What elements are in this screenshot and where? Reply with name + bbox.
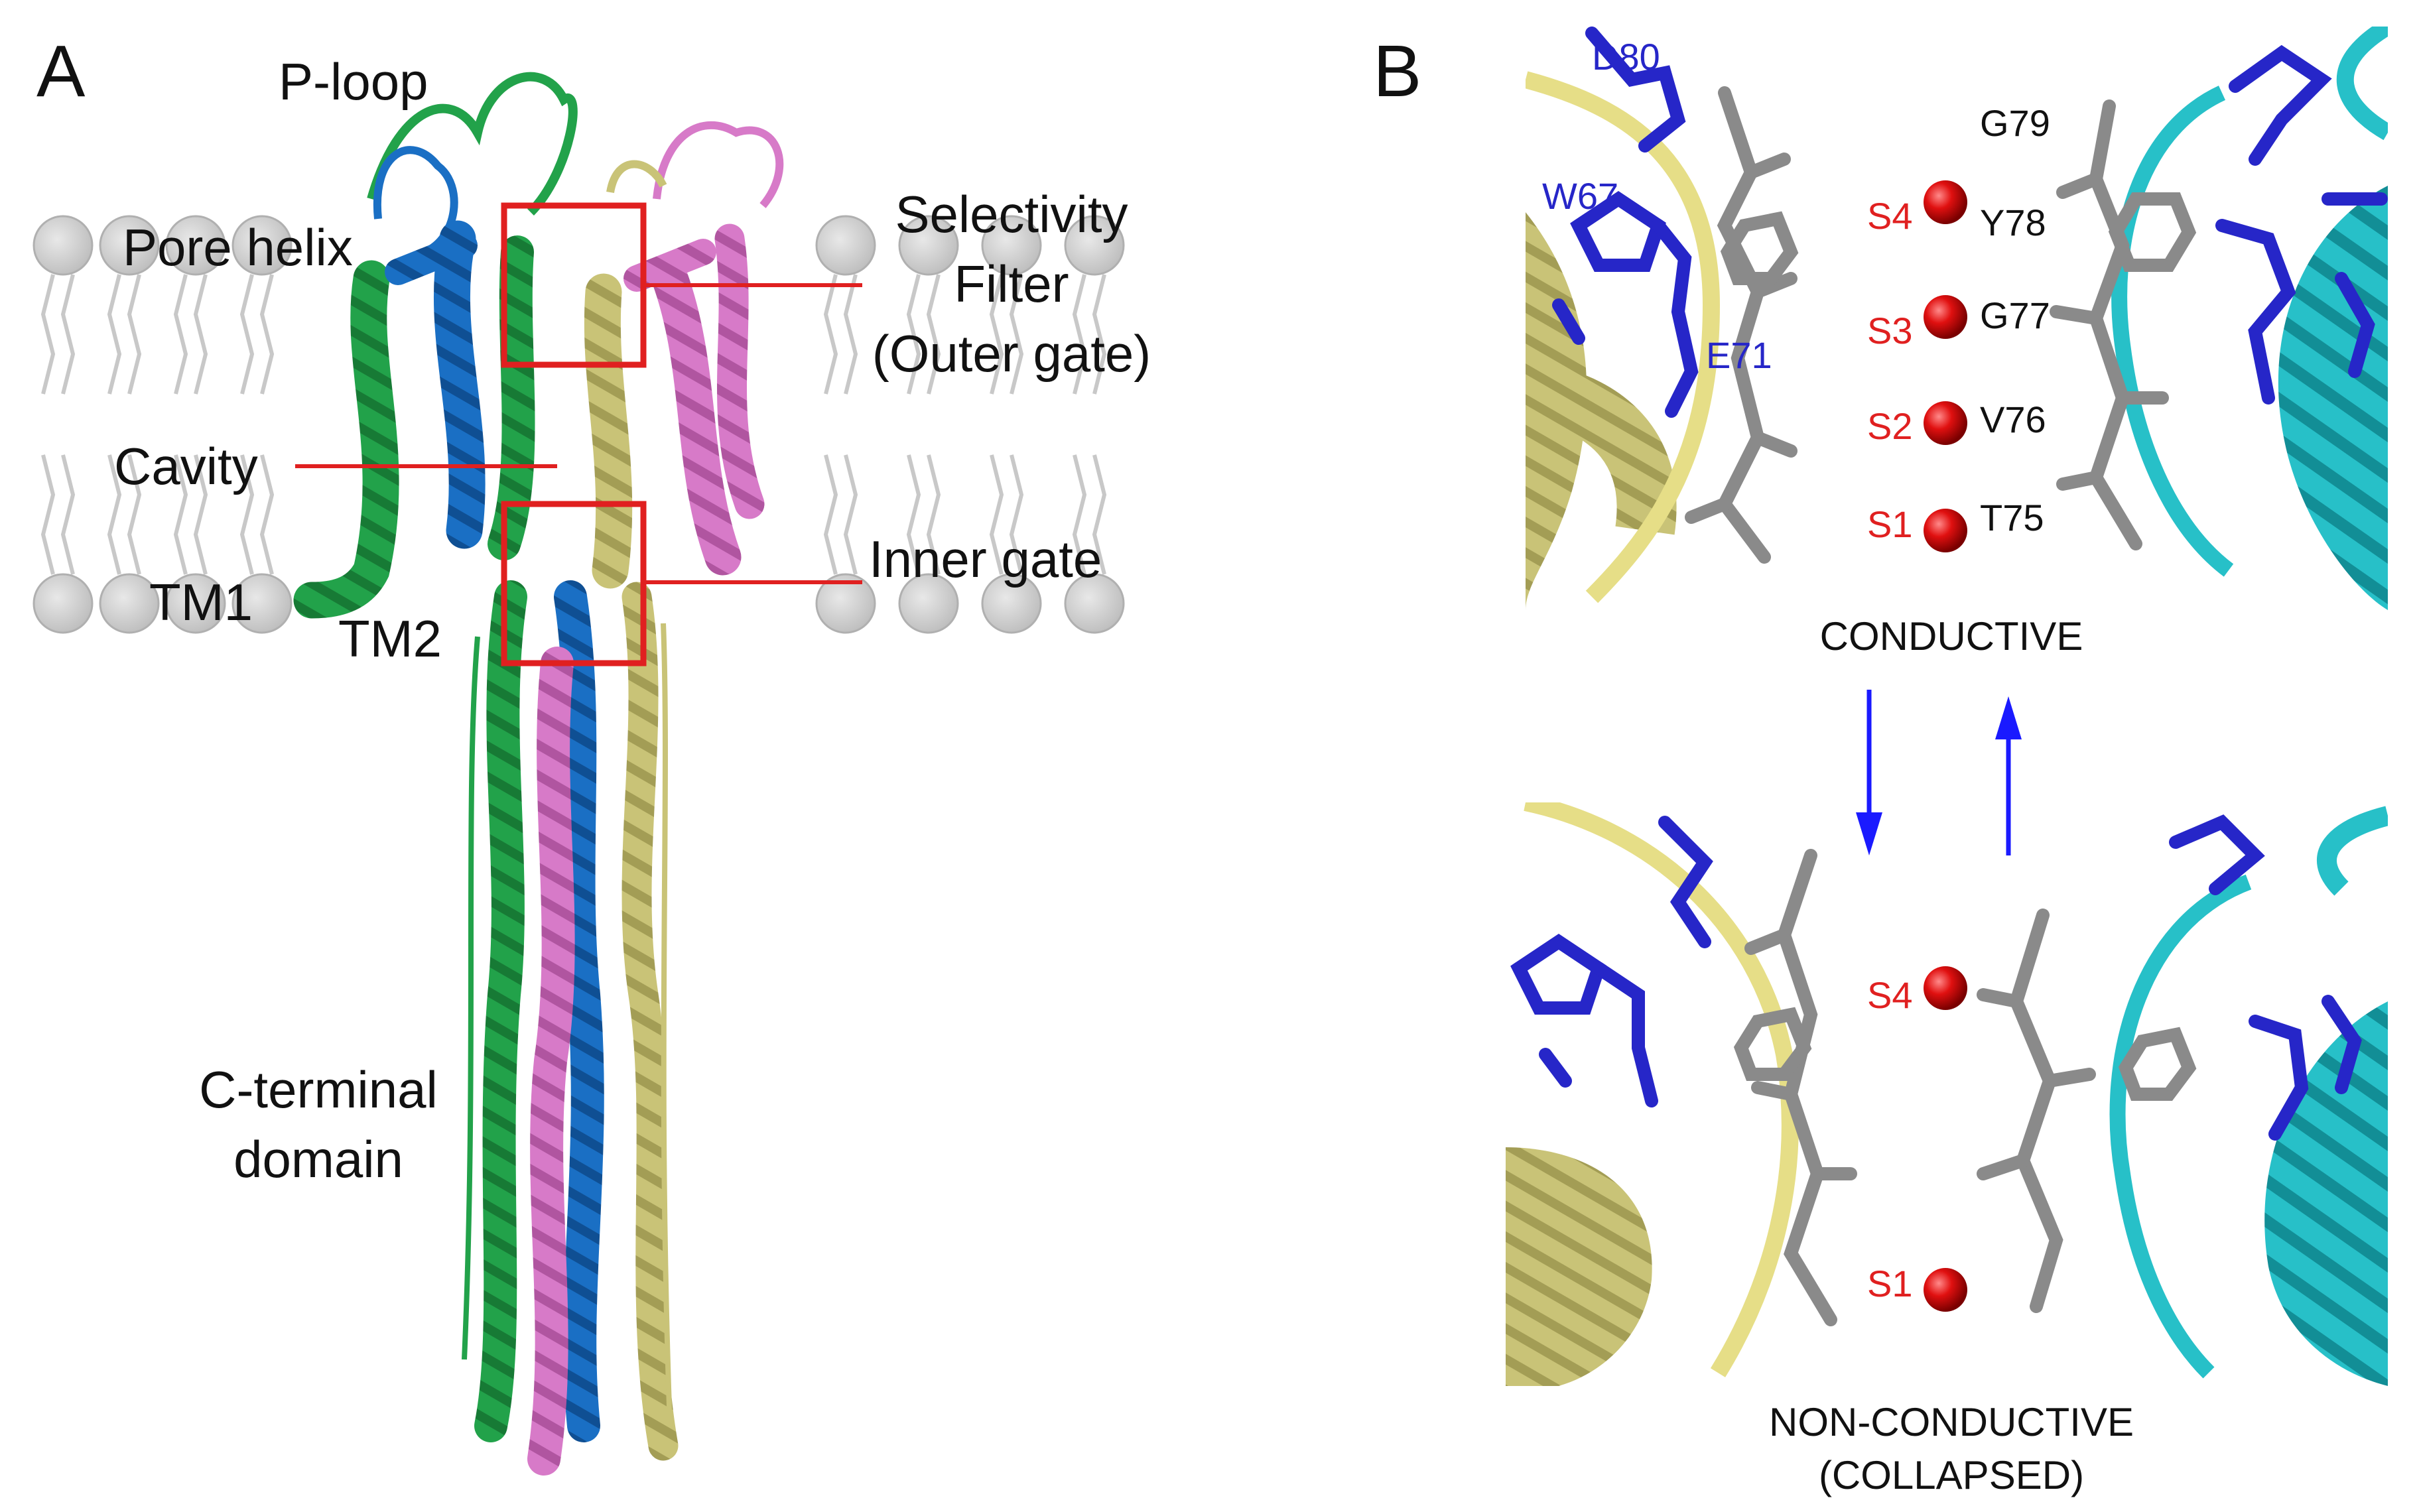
membrane-right-bottom-heads — [815, 573, 1125, 634]
tm1-green-helix — [293, 260, 399, 619]
label-inner-gate: Inner gate — [869, 530, 1102, 588]
membrane-right-tails — [823, 274, 1107, 575]
p-loop-green — [367, 72, 578, 216]
blue-residues-bottom-right — [2169, 814, 2362, 1141]
p-loop-khaki — [606, 160, 667, 194]
residue-w67: W67 — [1542, 175, 1618, 217]
site-s1-top: S1 — [1867, 503, 1913, 545]
state-conductive: CONDUCTIVE — [1820, 614, 2083, 659]
label-pore-helix: Pore helix — [123, 218, 353, 277]
state-transition-arrows — [1856, 690, 2022, 855]
conductive-structure: S4 S3 S2 S1 D80 W67 E71 G79 Y78 G77 V76 … — [1526, 27, 2388, 610]
blue-residues-bottom-left — [1510, 816, 1713, 1107]
ion-s4-top — [1924, 180, 1967, 224]
site-s1-bottom: S1 — [1867, 1263, 1913, 1304]
site-s4-bottom: S4 — [1867, 974, 1913, 1016]
tm-blue-helix — [433, 220, 486, 549]
arrow-up-head — [1995, 696, 2022, 739]
membrane-right — [815, 215, 1125, 634]
label-selectivity-line1: Selectivity — [895, 185, 1128, 243]
label-cavity: Cavity — [114, 437, 258, 495]
ion-s3-top — [1924, 295, 1967, 339]
residue-g77: G77 — [1980, 294, 2050, 336]
state-nonconductive-line2: (COLLAPSED) — [1819, 1453, 2084, 1497]
khaki-loop-top — [1526, 71, 1721, 603]
ion-s2-top — [1924, 401, 1967, 445]
cterm-khaki-coil — [661, 623, 673, 1426]
nonconductive-structure: S4 S1 — [1506, 802, 2388, 1386]
khaki-helix-bottom — [1506, 1147, 1652, 1386]
gray-residues-bottom-left — [1733, 849, 1857, 1326]
label-cterm-line2: domain — [233, 1130, 403, 1188]
residue-e71: E71 — [1706, 334, 1772, 376]
panel-b: B — [1373, 27, 2388, 1497]
cyan-helix-top — [2278, 186, 2388, 610]
ion-s1-top — [1924, 509, 1967, 552]
residue-d80: D80 — [1592, 36, 1660, 78]
label-tm2: TM2 — [338, 609, 442, 668]
residue-y78: Y78 — [1980, 202, 2046, 243]
pore-helix-pink — [623, 239, 716, 292]
membrane-left — [33, 215, 293, 634]
panel-a-letter: A — [36, 31, 86, 112]
site-s4-top: S4 — [1867, 195, 1913, 237]
cterm-khaki-helix — [621, 582, 679, 1461]
ions-top — [1924, 180, 1967, 552]
label-tm1: TM1 — [149, 573, 253, 631]
label-selectivity-line3: (Outer gate) — [872, 324, 1151, 383]
khaki-helix-top-2 — [1526, 361, 1677, 535]
ions-bottom — [1924, 966, 1967, 1312]
channel-structure — [293, 72, 784, 1476]
cyan-loop-top — [2111, 86, 2234, 577]
tm2-green-helix — [488, 235, 535, 560]
tm-khaki-helix — [584, 273, 633, 589]
cterm-green-helix — [474, 580, 527, 1442]
site-s3-top: S3 — [1867, 310, 1913, 351]
residue-v76: V76 — [1980, 399, 2046, 440]
tm-pink-helix — [651, 260, 742, 576]
tm-pink-helix-2 — [714, 223, 765, 519]
residue-t75: T75 — [1980, 497, 2044, 538]
cterm-pink-helix — [527, 647, 575, 1476]
blue-residues-top-left — [1552, 27, 1699, 418]
ion-s1-bottom — [1924, 1268, 1967, 1312]
membrane-left-top-heads — [33, 215, 293, 276]
panel-a: A — [33, 31, 1151, 1476]
gray-residues-top-right — [2050, 99, 2197, 550]
cterm-green-coil — [462, 636, 480, 1360]
membrane-left-bottom-heads — [33, 573, 293, 634]
gray-residues-top-left — [1685, 86, 1799, 564]
ion-s4-bottom — [1924, 966, 1967, 1010]
cyan-coil-bottom — [2317, 806, 2388, 896]
cterm-blue-helix — [554, 580, 604, 1442]
label-selectivity-line2: Filter — [954, 255, 1069, 313]
label-p-loop: P-loop — [279, 52, 428, 111]
residue-g79: G79 — [1980, 102, 2050, 144]
site-s2-top: S2 — [1867, 405, 1913, 447]
state-nonconductive-line1: NON-CONDUCTIVE — [1769, 1400, 2134, 1444]
gray-residues-bottom-right — [1977, 909, 2197, 1313]
p-loop-pink — [653, 121, 784, 208]
cyan-coil-top — [2336, 27, 2388, 141]
arrow-down-head — [1856, 812, 1882, 855]
label-cterm-line1: C-terminal — [199, 1060, 438, 1119]
panel-b-letter: B — [1373, 31, 1421, 112]
cyan-helix-bottom — [2264, 1001, 2388, 1386]
pore-helix-blue — [385, 232, 478, 285]
blue-residues-top-right — [2215, 44, 2388, 405]
khaki-loop-bottom — [1524, 802, 1799, 1377]
membrane-left-tails — [40, 274, 275, 575]
membrane-right-top-heads — [815, 215, 1125, 276]
cyan-loop-bottom — [2109, 874, 2252, 1379]
